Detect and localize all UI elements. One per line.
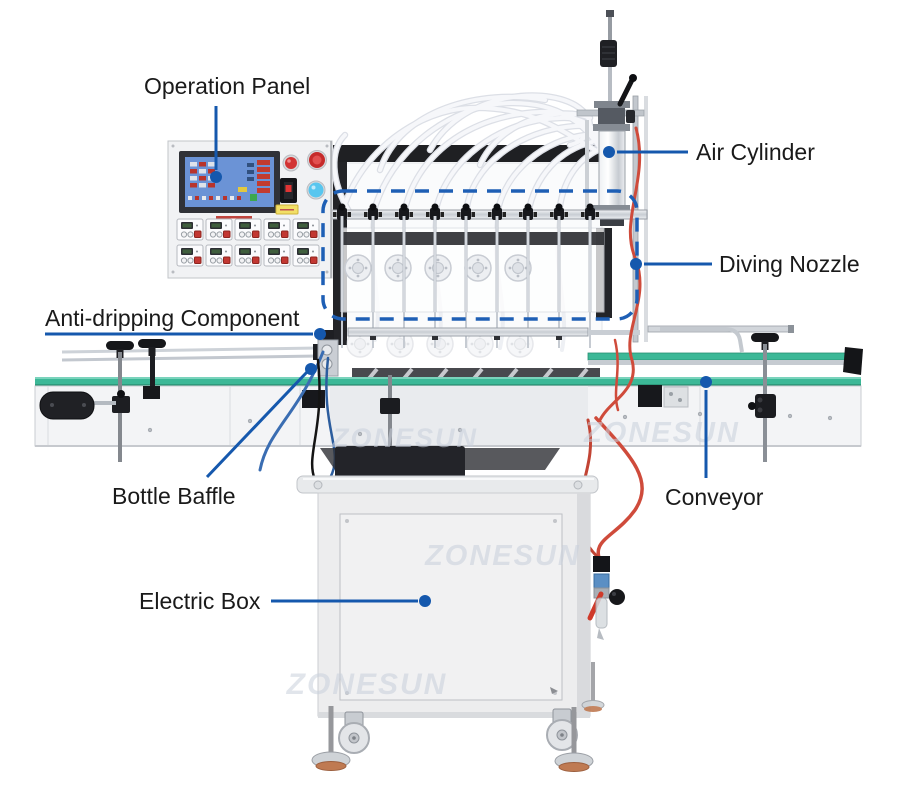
label-diving-nozzle: Diving Nozzle bbox=[719, 251, 860, 277]
label-operation-panel: Operation Panel bbox=[144, 73, 311, 99]
conveyor-assembly bbox=[34, 344, 863, 447]
power-rocker-switch bbox=[280, 178, 297, 203]
dot-anti-dripping bbox=[314, 328, 326, 340]
dot-bottle-baffle bbox=[305, 363, 317, 375]
dot-operation-panel bbox=[210, 171, 222, 183]
emergency-stop-button bbox=[307, 150, 327, 170]
dot-air-cylinder bbox=[603, 146, 615, 158]
leader-bottle-baffle bbox=[205, 370, 309, 479]
dot-electric-box bbox=[419, 595, 431, 607]
conveyor-right-hardware bbox=[302, 333, 779, 462]
hmi-screen bbox=[179, 151, 280, 219]
filling-tubes bbox=[331, 92, 614, 352]
watermark: ZONESUN bbox=[331, 423, 478, 453]
dot-conveyor bbox=[700, 376, 712, 388]
watermarks: ZONESUN ZONESUN ZONESUN ZONESUN bbox=[286, 417, 740, 701]
warning-label bbox=[275, 204, 299, 215]
casters-and-feet bbox=[311, 662, 605, 772]
watermark: ZONESUN bbox=[286, 668, 448, 701]
label-electric-box: Electric Box bbox=[139, 588, 261, 614]
leader-dots bbox=[210, 146, 712, 607]
air-regulator bbox=[587, 556, 625, 640]
leader-lines bbox=[45, 106, 712, 603]
operation-panel-unit bbox=[167, 140, 333, 279]
label-anti-dripping-component: Anti-dripping Component bbox=[45, 305, 300, 331]
bottle-baffle-hardware bbox=[39, 339, 400, 462]
watermark: ZONESUN bbox=[424, 540, 581, 572]
support-arm bbox=[647, 325, 794, 353]
start-button bbox=[282, 154, 300, 172]
label-air-cylinder: Air Cylinder bbox=[696, 139, 815, 165]
watermark: ZONESUN bbox=[583, 417, 740, 449]
label-bottle-baffle: Bottle Baffle bbox=[112, 483, 236, 509]
conveyor-motor bbox=[320, 446, 560, 480]
diving-nozzle-outline bbox=[321, 189, 639, 321]
electric-box-cabinet bbox=[317, 492, 591, 718]
label-conveyor: Conveyor bbox=[665, 484, 764, 510]
dot-diving-nozzle bbox=[630, 258, 642, 270]
power-button-blue bbox=[306, 180, 326, 200]
machine-stand bbox=[296, 475, 599, 494]
